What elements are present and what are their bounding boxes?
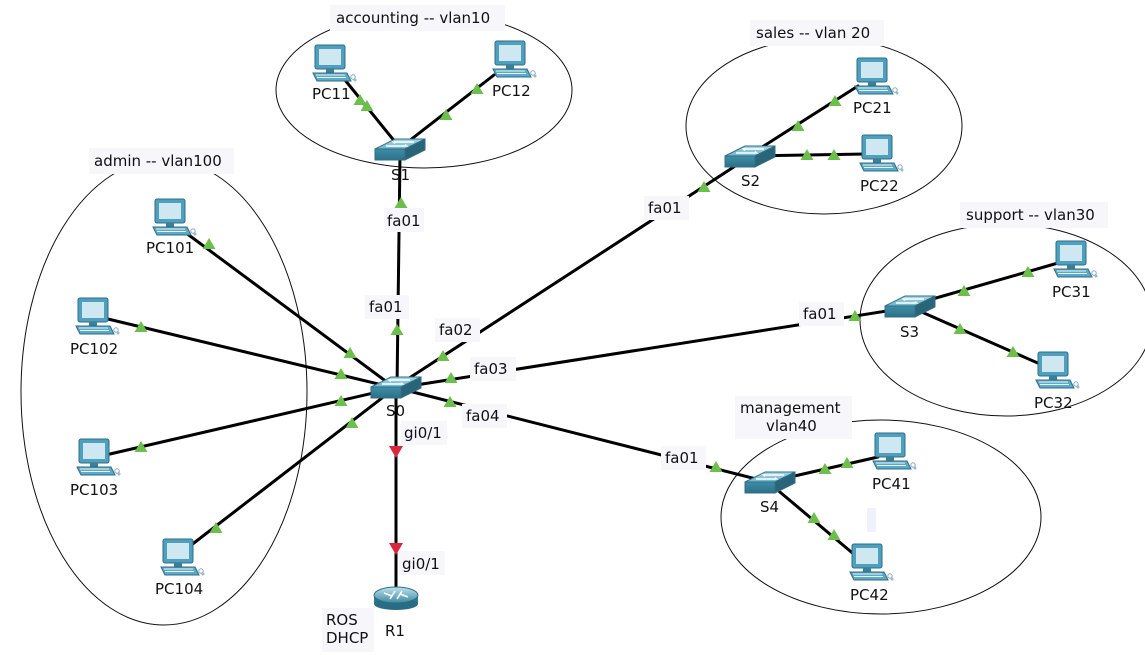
svg-text:management: management: [740, 399, 841, 417]
link-s3-pc32: [906, 304, 1042, 366]
svg-text:fa01: fa01: [648, 199, 682, 217]
device-label-s1: S1: [391, 166, 410, 184]
pc-icon-pc103[interactable]: [76, 438, 121, 476]
svg-text:support -- vlan30: support -- vlan30: [966, 206, 1095, 224]
link-s0-s2: [395, 157, 748, 388]
switch-icon-s1[interactable]: [374, 138, 426, 161]
device-label-pc101: PC101: [146, 239, 194, 257]
zone-management: [720, 419, 1042, 615]
svg-text:fa02: fa02: [439, 321, 473, 339]
device-label-pc102: PC102: [70, 340, 118, 358]
port-label-s0-to-r1: gi0/1: [401, 421, 447, 445]
router-note: ROS DHCP: [322, 608, 374, 652]
pc-icon-pc12[interactable]: [492, 40, 537, 78]
svg-text:fa04: fa04: [466, 407, 500, 425]
svg-text:fa01: fa01: [665, 449, 699, 467]
pc-icon-pc11[interactable]: [312, 44, 357, 82]
port-label-s0-to-s1: fa01: [365, 295, 409, 319]
pc-icon-pc22[interactable]: [859, 134, 904, 172]
device-label-pc103: PC103: [70, 481, 118, 499]
port-label-s1-uplink: fa01: [384, 208, 424, 232]
port-label-s0-to-s2: fa02: [435, 318, 480, 342]
group-label-sales: sales -- vlan 20: [750, 20, 884, 46]
device-label-pc32: PC32: [1034, 394, 1073, 412]
svg-text:ROS: ROS: [326, 611, 358, 629]
link-s1-pc11: [343, 78, 402, 150]
router-icon-r1[interactable]: [373, 586, 419, 610]
device-label-s4: S4: [760, 498, 779, 516]
svg-text:gi0/1: gi0/1: [402, 555, 440, 573]
device-label-pc12: PC12: [492, 82, 531, 100]
link-s0-s4: [395, 386, 770, 484]
link-down-markers: [389, 446, 403, 555]
port-label-s3-uplink: fa01: [799, 302, 844, 326]
port-label-s4-uplink: fa01: [661, 446, 706, 470]
pc-icon-pc31[interactable]: [1053, 240, 1098, 278]
port-label-s0-to-s4: fa04: [462, 404, 507, 428]
pc-icon-pc101[interactable]: [152, 198, 197, 236]
svg-text:sales -- vlan 20: sales -- vlan 20: [756, 24, 870, 42]
device-label-s0: S0: [386, 402, 405, 420]
switch-icon-s4[interactable]: [744, 471, 796, 494]
device-label-pc104: PC104: [155, 580, 203, 598]
group-label-management: management vlan40: [735, 396, 852, 439]
svg-text:fa01: fa01: [387, 212, 421, 230]
device-label-pc22: PC22: [860, 177, 899, 195]
switch-icon-s0[interactable]: [370, 376, 422, 399]
zone-sales: [685, 37, 963, 215]
annotation-cursor-marker: [867, 508, 876, 532]
device-label-pc41: PC41: [872, 475, 911, 493]
svg-text:DHCP: DHCP: [326, 629, 368, 647]
link-s0-pc104: [188, 386, 397, 548]
device-label-r1: R1: [385, 622, 405, 640]
device-label-pc11: PC11: [312, 85, 351, 103]
port-label-s2-uplink: fa01: [644, 196, 689, 220]
svg-text:fa01: fa01: [369, 298, 403, 316]
port-label-s0-to-s3: fa03: [470, 357, 516, 381]
link-s2-pc21: [746, 84, 860, 158]
device-label-pc42: PC42: [850, 586, 889, 604]
device-label-s3: S3: [900, 323, 919, 341]
link-s0-pc103: [108, 386, 397, 456]
svg-text:gi0/1: gi0/1: [404, 424, 442, 442]
group-label-accounting: accounting -- vlan10: [330, 5, 505, 31]
pc-icon-pc41[interactable]: [872, 432, 917, 470]
svg-text:fa01: fa01: [803, 305, 837, 323]
pc-icon-pc104[interactable]: [160, 538, 205, 576]
pc-icon-pc21[interactable]: [854, 57, 899, 95]
group-label-admin: admin -- vlan100: [89, 148, 234, 174]
device-label-pc21: PC21: [853, 99, 892, 117]
group-label-support: support -- vlan30: [960, 202, 1108, 228]
device-label-pc31: PC31: [1052, 283, 1091, 301]
pc-icon-pc32[interactable]: [1035, 351, 1080, 389]
pc-icon-pc42[interactable]: [849, 543, 894, 581]
svg-text:fa03: fa03: [474, 360, 508, 378]
svg-text:vlan40: vlan40: [766, 417, 817, 435]
switch-icon-s2[interactable]: [724, 145, 776, 168]
zone-support: [859, 223, 1145, 417]
pc-icon-pc102[interactable]: [75, 297, 120, 335]
svg-text:accounting -- vlan10: accounting -- vlan10: [336, 9, 490, 27]
link-s0-s1: [395, 154, 402, 390]
svg-text:admin -- vlan100: admin -- vlan100: [94, 152, 222, 170]
link-s0-pc101: [180, 228, 397, 390]
port-label-r1-uplink: gi0/1: [399, 551, 445, 575]
device-label-s2: S2: [741, 172, 760, 190]
link-s0-pc102: [106, 317, 397, 390]
